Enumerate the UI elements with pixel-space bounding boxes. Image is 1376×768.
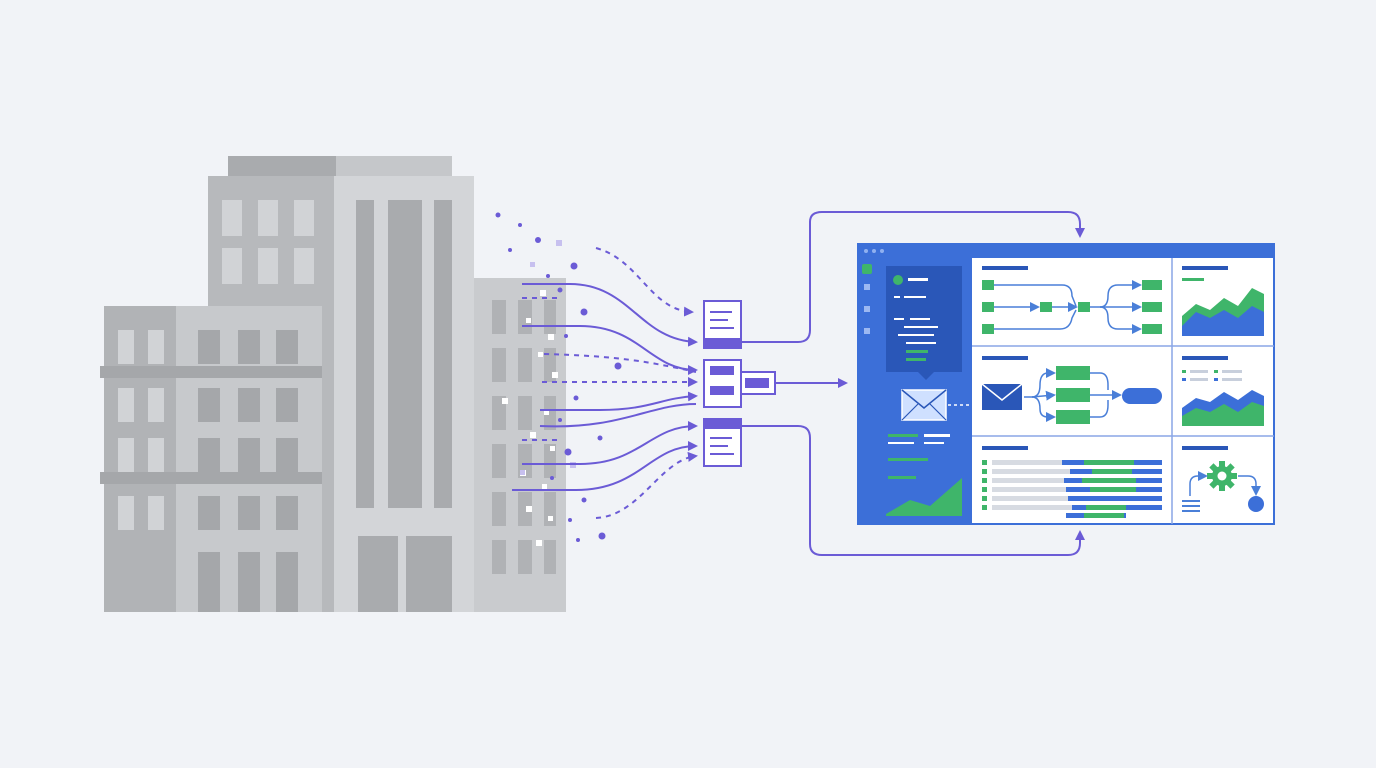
building-front-left: [100, 306, 322, 612]
envelope-icon: [901, 389, 970, 421]
gear-icon: [1182, 446, 1264, 512]
area-chart-icon: [1182, 266, 1264, 336]
message-bubble-icon: [886, 266, 962, 380]
legend-area-chart: [1182, 356, 1264, 426]
workflow-pill-icon: [981, 356, 1162, 424]
output-arrows: [742, 211, 1085, 556]
building-dissolving-right: [474, 278, 566, 612]
automation-dashboard-icon: [857, 243, 1275, 525]
workflow-tree-icon: [982, 266, 1162, 334]
dashboard-sidebar: [858, 258, 972, 524]
office-buildings-icon: [100, 156, 566, 612]
data-flow-connectors: [512, 247, 698, 519]
document-list-icon: [703, 418, 742, 467]
form-icon: [703, 359, 776, 408]
building-tower-center: [334, 156, 474, 612]
gantt-bars-icon: [982, 446, 1162, 518]
document-icon: [703, 300, 742, 349]
